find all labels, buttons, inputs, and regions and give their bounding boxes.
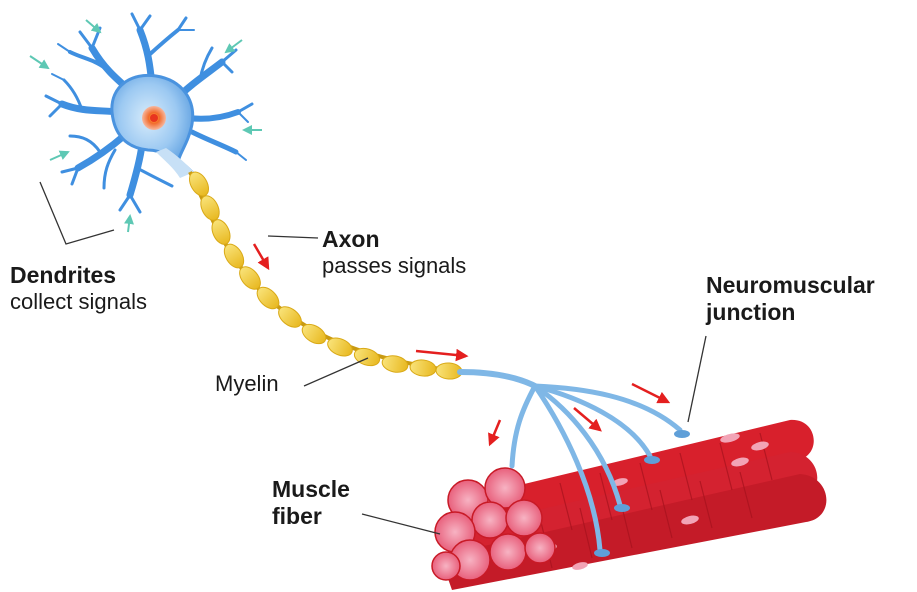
nucleolus [150, 114, 158, 122]
dendrites-label: Dendrites collect signals [10, 262, 147, 315]
muscle-fiber-bundle [432, 420, 826, 590]
nmj-title-line1: Neuromuscular [706, 272, 875, 299]
muscle-title-line1: Muscle [272, 476, 350, 503]
muscle-title-line2: fiber [272, 503, 350, 530]
dendrites-title: Dendrites [10, 262, 147, 289]
axon-label: Axon passes signals [322, 226, 466, 279]
axon-subtitle: passes signals [322, 253, 466, 279]
nmj-title-line2: junction [706, 299, 875, 326]
muscle-fiber-label: Muscle fiber [272, 476, 350, 530]
dendrites-subtitle: collect signals [10, 289, 147, 315]
axon-title: Axon [322, 226, 466, 253]
neuromuscular-junction-label: Neuromuscular junction [706, 272, 875, 326]
myelin-label: Myelin [215, 371, 279, 397]
